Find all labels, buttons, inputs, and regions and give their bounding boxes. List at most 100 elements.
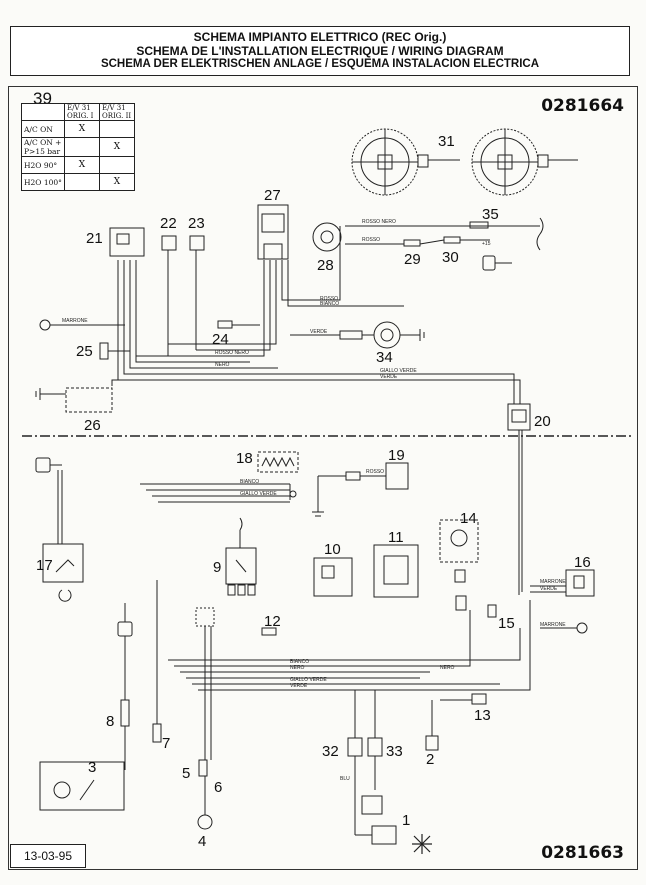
diagram-frame xyxy=(8,86,638,870)
drawing-code-bottom: 0281663 xyxy=(541,843,624,863)
label-8: 8 xyxy=(106,713,114,730)
drawing-code-top: 0281664 xyxy=(541,96,624,116)
title-line-2: SCHEMA DE L'INSTALLATION ELECTRIQUE / WI… xyxy=(136,44,504,58)
battery-26-icon xyxy=(65,387,113,413)
wire-label: +15 xyxy=(482,241,491,247)
fuse-7-icon xyxy=(152,723,162,743)
wire-label: ROSSO xyxy=(366,469,384,475)
wire-label: MARRONE xyxy=(540,622,566,628)
connector-22-icon xyxy=(161,235,177,251)
connector-12-icon xyxy=(261,627,277,636)
component-number-labels: 31 35 21 22 23 27 28 29 30 24 34 25 26 2… xyxy=(36,133,591,850)
label-10: 10 xyxy=(324,541,341,558)
label-25: 25 xyxy=(76,343,93,360)
table-row-label: A/C ON + P>15 bar xyxy=(21,137,65,157)
label-34: 34 xyxy=(376,349,393,366)
switch-9-icon xyxy=(225,547,257,585)
switch-3-icon xyxy=(39,761,125,811)
wire-label: NERO xyxy=(290,665,305,671)
label-18: 18 xyxy=(236,450,253,467)
motor-19-icon xyxy=(385,462,409,490)
sensor-28-icon xyxy=(312,222,342,252)
key-switch-lower-icon xyxy=(35,457,51,473)
wire-labels: ROSSO NERO ROSSO ROSSO BIANCO VERDE MARR… xyxy=(62,219,566,782)
wire-label: GIALLO VERDE xyxy=(290,677,327,683)
key-switch-8-icon xyxy=(117,621,133,637)
label-11: 11 xyxy=(388,529,404,546)
connector-33-icon xyxy=(367,737,383,757)
wire-label: MARRONE xyxy=(540,579,566,585)
table-header-row: E/V 31 ORIG. I E/V 31 ORIG. II xyxy=(21,103,135,121)
label-35: 35 xyxy=(482,206,499,223)
switch-17-icon xyxy=(42,543,84,583)
connector-25-icon xyxy=(99,342,109,360)
label-7: 7 xyxy=(162,735,170,752)
fuse-35-icon xyxy=(469,221,489,229)
label-28: 28 xyxy=(317,257,334,274)
wire-label: ROSSO xyxy=(320,296,338,302)
wire-label: VERDE xyxy=(540,586,558,592)
label-21: 21 xyxy=(86,230,103,247)
label-32: 32 xyxy=(322,743,339,760)
connector-2-icon xyxy=(425,735,439,751)
table-row: H2O 100° X xyxy=(21,173,135,191)
label-29: 29 xyxy=(404,251,421,268)
title-block: SCHEMA IMPIANTO ELETTRICO (REC Orig.) SC… xyxy=(10,26,630,76)
table-row: A/C ON + P>15 bar X xyxy=(21,137,135,157)
label-26: 26 xyxy=(84,417,101,434)
wire-label: GIALLO VERDE xyxy=(380,368,417,374)
date-stamp: 13-03-95 xyxy=(10,844,86,868)
label-5: 5 xyxy=(182,765,190,782)
connector-20-icon xyxy=(507,403,531,431)
wire-label: BIANCO xyxy=(320,301,339,307)
wire-label: NERO xyxy=(215,362,230,368)
wire-label: MARRONE xyxy=(62,318,88,324)
wire-label: ROSSO NERO xyxy=(215,350,249,356)
compressor-1-icon xyxy=(371,825,397,845)
label-24: 24 xyxy=(212,331,229,348)
wire-label: BIANCO xyxy=(240,479,259,485)
label-27: 27 xyxy=(264,187,281,204)
wire-label: VERDE xyxy=(290,683,308,689)
label-15: 15 xyxy=(498,615,515,632)
fan-31-left-icon xyxy=(351,128,429,196)
label-3: 3 xyxy=(88,759,96,776)
ground-lug-icon xyxy=(39,319,51,331)
label-23: 23 xyxy=(188,215,205,232)
label-4: 4 xyxy=(198,833,206,850)
table-cell: X xyxy=(99,173,135,191)
label-9: 9 xyxy=(213,559,221,576)
label-2: 2 xyxy=(426,751,434,768)
label-17: 17 xyxy=(36,557,53,574)
lamp-4-icon xyxy=(197,814,213,830)
label-16: 16 xyxy=(574,554,591,571)
switch-5-6-icon xyxy=(195,607,215,627)
connector-32-icon xyxy=(347,737,363,757)
label-12: 12 xyxy=(264,613,281,630)
wire-label: VERDE xyxy=(310,329,328,335)
fan-31-right-icon xyxy=(471,128,549,196)
label-30: 30 xyxy=(442,249,459,266)
label-6: 6 xyxy=(214,779,222,796)
title-line-3: SCHEMA DER ELEKTRISCHEN ANLAGE / ESQUEMA… xyxy=(100,58,540,70)
snowflake-icon xyxy=(412,834,432,854)
title-line-1: SCHEMA IMPIANTO ELETTRICO (REC Orig.) xyxy=(193,30,447,44)
label-13: 13 xyxy=(474,707,491,724)
connector-23-icon xyxy=(189,235,205,251)
connector-16-icon xyxy=(565,569,595,597)
connector-13-icon xyxy=(471,693,487,705)
ignition-key-icon xyxy=(482,255,496,271)
heater-18-icon xyxy=(257,451,299,473)
relay-11-icon xyxy=(373,544,419,598)
wire-label: VERDE xyxy=(380,374,398,380)
label-14: 14 xyxy=(460,510,477,527)
fuse-30-icon xyxy=(443,236,461,244)
fuse-29-icon xyxy=(403,239,421,247)
label-33: 33 xyxy=(386,743,403,760)
fuse-8-icon xyxy=(120,699,130,727)
label-31: 31 xyxy=(438,133,455,150)
wire-label: BLU xyxy=(340,776,350,782)
connector-24-icon xyxy=(217,320,233,329)
